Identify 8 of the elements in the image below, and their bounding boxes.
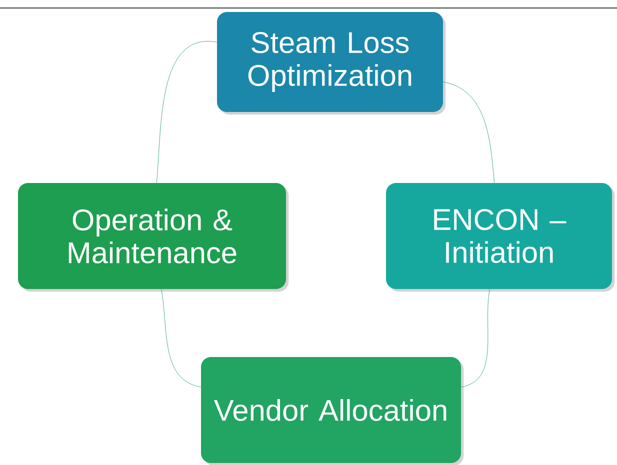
process-box: Steam Loss Optimization xyxy=(217,12,446,115)
connector-arc xyxy=(161,289,201,388)
connector-arc xyxy=(461,289,490,388)
process-box: Operation & Maintenance xyxy=(18,183,289,292)
connector-arc xyxy=(156,41,217,183)
process-box: ENCON – Initiation xyxy=(386,183,615,292)
process-box: Vendor Allocation xyxy=(201,357,464,465)
connector-arc xyxy=(443,82,495,183)
